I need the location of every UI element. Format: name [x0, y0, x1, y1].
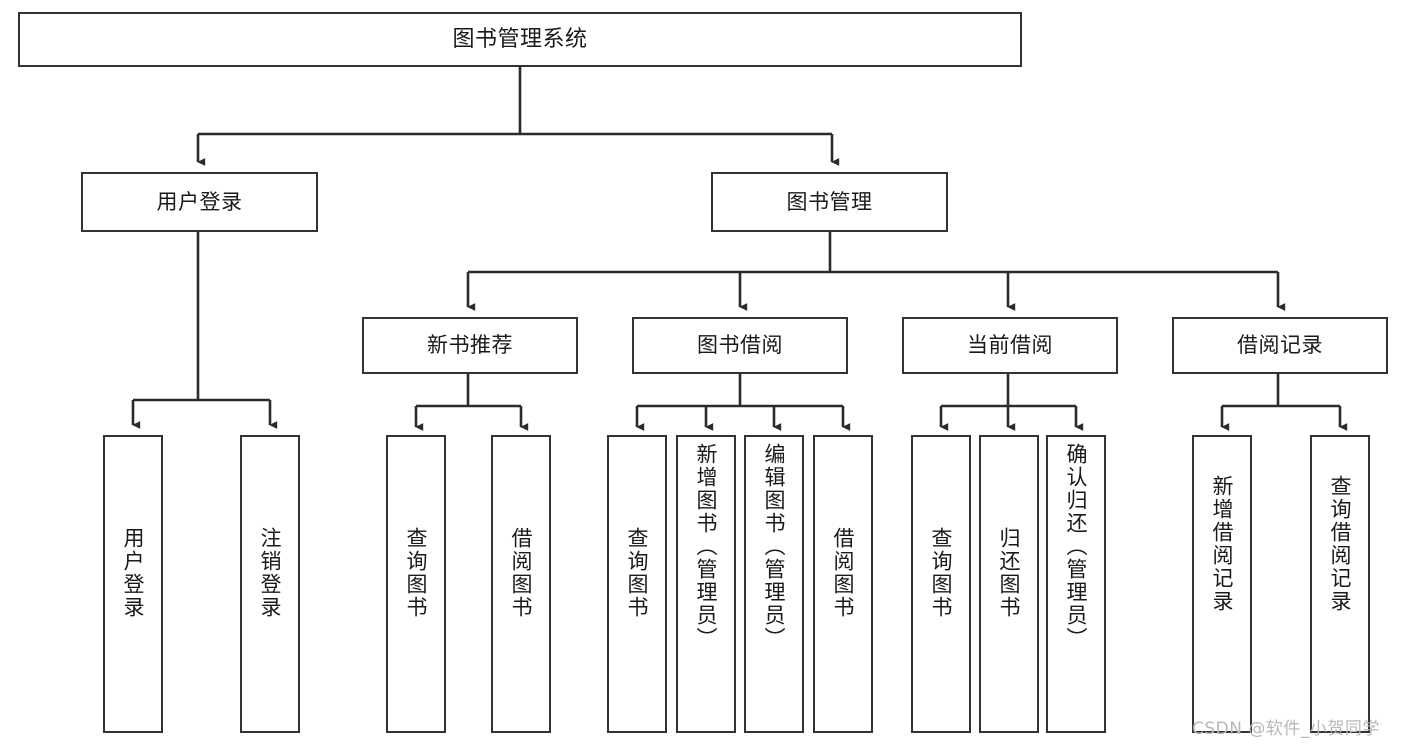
- node-leaf-add-book[interactable]: 新增图书（管理员）: [676, 435, 736, 733]
- node-leaf-query-book-3[interactable]: 查询图书: [911, 435, 971, 733]
- node-leaf-edit-book[interactable]: 编辑图书（管理员）: [744, 435, 804, 733]
- node-borrow-record[interactable]: 借阅记录: [1172, 317, 1388, 374]
- node-leaf-user-logout-label: 注销登录: [258, 527, 283, 619]
- node-leaf-user-login-label: 用户登录: [121, 527, 146, 619]
- node-new-book-recommend[interactable]: 新书推荐: [362, 317, 578, 374]
- node-root[interactable]: 图书管理系统: [18, 12, 1022, 67]
- node-new-book-recommend-label: 新书推荐: [427, 333, 513, 358]
- node-leaf-query-book-2[interactable]: 查询图书: [607, 435, 667, 733]
- node-leaf-user-login[interactable]: 用户登录: [103, 435, 163, 733]
- node-current-borrow[interactable]: 当前借阅: [902, 317, 1118, 374]
- node-leaf-confirm-return-label: 确认归还（管理员）: [1064, 443, 1089, 650]
- node-root-label: 图书管理系统: [452, 26, 588, 52]
- node-leaf-borrow-book-2[interactable]: 借阅图书: [813, 435, 873, 733]
- node-book-borrow[interactable]: 图书借阅: [632, 317, 848, 374]
- node-leaf-confirm-return[interactable]: 确认归还（管理员）: [1046, 435, 1106, 733]
- node-leaf-query-record-label: 查询借阅记录: [1328, 475, 1353, 613]
- node-leaf-query-record[interactable]: 查询借阅记录: [1310, 435, 1370, 733]
- node-leaf-query-book-3-label: 查询图书: [929, 527, 954, 619]
- node-leaf-query-book-2-label: 查询图书: [625, 527, 650, 619]
- node-leaf-edit-book-label: 编辑图书（管理员）: [762, 443, 787, 650]
- node-leaf-add-record-label: 新增借阅记录: [1210, 475, 1235, 613]
- node-current-borrow-label: 当前借阅: [967, 333, 1053, 358]
- node-user-login[interactable]: 用户登录: [81, 172, 318, 232]
- node-leaf-borrow-book-1-label: 借阅图书: [509, 527, 534, 619]
- node-leaf-borrow-book-1[interactable]: 借阅图书: [491, 435, 551, 733]
- node-leaf-query-book-1-label: 查询图书: [404, 527, 429, 619]
- node-leaf-add-book-label: 新增图书（管理员）: [694, 443, 719, 650]
- node-leaf-add-record[interactable]: 新增借阅记录: [1192, 435, 1252, 733]
- node-book-management[interactable]: 图书管理: [711, 172, 948, 232]
- node-borrow-record-label: 借阅记录: [1237, 333, 1323, 358]
- node-book-borrow-label: 图书借阅: [697, 333, 783, 358]
- node-leaf-return-book-label: 归还图书: [997, 527, 1022, 619]
- node-leaf-query-book-1[interactable]: 查询图书: [386, 435, 446, 733]
- node-leaf-return-book[interactable]: 归还图书: [979, 435, 1039, 733]
- node-leaf-borrow-book-2-label: 借阅图书: [831, 527, 856, 619]
- node-leaf-user-logout[interactable]: 注销登录: [240, 435, 300, 733]
- node-book-management-label: 图书管理: [786, 189, 873, 214]
- node-user-login-label: 用户登录: [156, 189, 243, 214]
